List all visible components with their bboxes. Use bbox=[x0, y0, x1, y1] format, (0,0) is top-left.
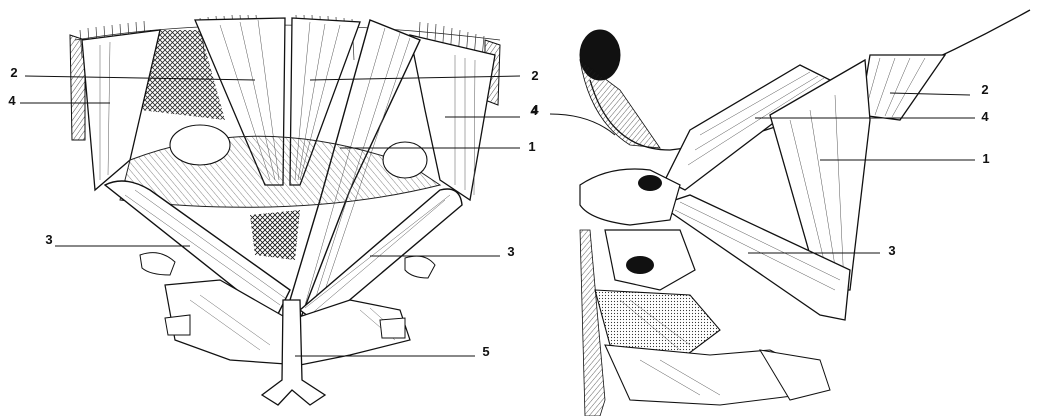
label-2-left: 2 bbox=[10, 66, 17, 80]
right-atlas-tubercle bbox=[383, 142, 427, 178]
transverse-process-right bbox=[405, 256, 435, 278]
posterior-view-drawing bbox=[0, 0, 520, 416]
inferior-transverse-right bbox=[380, 318, 405, 338]
left-atlas-tubercle bbox=[170, 125, 230, 165]
atlas-foramen bbox=[638, 175, 662, 191]
transverse-process-left bbox=[140, 253, 175, 275]
posterior-view-illustration: 2 2 4 4 1 3 3 5 bbox=[0, 0, 520, 416]
label-3-right: 3 bbox=[507, 245, 514, 259]
label-2-lateral: 2 bbox=[981, 83, 988, 97]
anterior-column bbox=[580, 230, 605, 416]
label-4-left: 4 bbox=[8, 94, 15, 108]
label-4-lateral-left: 4 bbox=[531, 103, 538, 117]
rectus-capitis-posterior-minor-lateral bbox=[860, 55, 945, 120]
label-3-left: 3 bbox=[45, 233, 52, 247]
label-4-lateral-right: 4 bbox=[981, 110, 988, 124]
label-5: 5 bbox=[482, 345, 489, 359]
lateral-view-illustration: 2 4 4 1 3 bbox=[520, 0, 1042, 416]
axis-foramen bbox=[626, 256, 654, 274]
inferior-transverse-left bbox=[165, 315, 190, 335]
lateral-view-drawing bbox=[520, 0, 1042, 416]
mastoid-hatch bbox=[580, 60, 660, 148]
label-1-lateral: 1 bbox=[982, 152, 989, 166]
deep-crosshatch bbox=[250, 210, 300, 260]
label-3-lateral: 3 bbox=[888, 244, 895, 258]
atlas-lateral bbox=[580, 169, 680, 225]
